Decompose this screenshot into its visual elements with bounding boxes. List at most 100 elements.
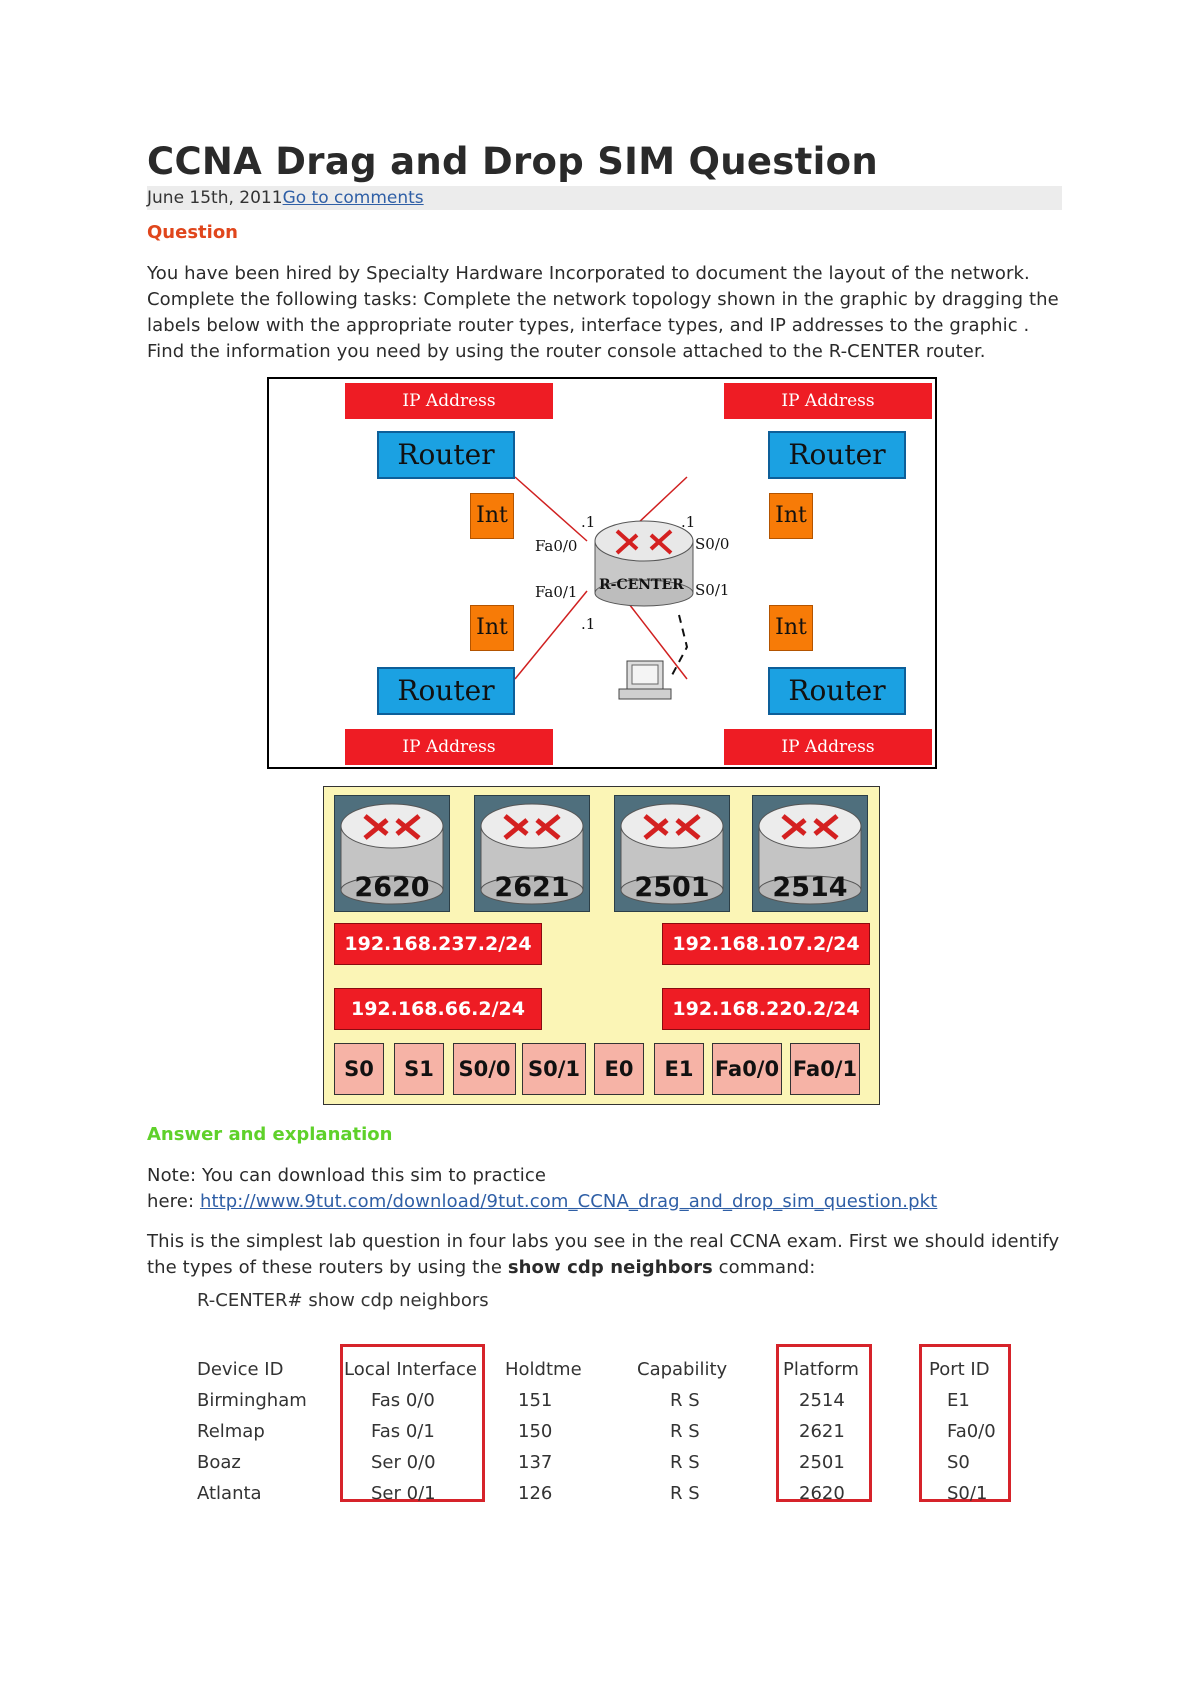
cdp-cell: 2501	[799, 1452, 845, 1473]
cdp-cell: 2514	[799, 1390, 845, 1411]
download-note: Note: You can download this sim to pract…	[147, 1163, 1062, 1215]
question-heading: Question	[147, 222, 238, 243]
router-tile-3[interactable]: 2501	[614, 795, 730, 912]
cdp-cell: Atlanta	[197, 1483, 262, 1504]
article: CCNA Drag and Drop SIM Question June 15t…	[147, 140, 1062, 365]
cdp-cell: 137	[518, 1452, 553, 1473]
intro-paragraph: This is the simplest lab question in fou…	[147, 1229, 1062, 1281]
r-center-label: R-CENTER	[599, 577, 684, 593]
interface-slot-top-left[interactable]: Int	[470, 493, 514, 539]
host-suffix-top-left: .1	[581, 513, 596, 531]
interface-chip-8[interactable]: Fa0/1	[790, 1043, 860, 1095]
console-cable	[670, 614, 689, 678]
post-date: June 15th, 2011	[147, 188, 283, 208]
cdp-command: R-CENTER# show cdp neighbors	[197, 1290, 489, 1311]
router-tile-4[interactable]: 2514	[752, 795, 868, 912]
cdp-header: Capability	[637, 1359, 728, 1380]
host-suffix-bottom-left: .1	[581, 615, 596, 633]
interface-chip-6[interactable]: E1	[654, 1043, 704, 1095]
cdp-cell: R S	[670, 1390, 700, 1411]
router-tile-2[interactable]: 2621	[474, 795, 590, 912]
interface-chip-4[interactable]: S0/1	[522, 1043, 586, 1095]
ip-address-slot-bottom-left[interactable]: IP Address	[345, 729, 553, 765]
ip-chip-3[interactable]: 192.168.66.2/24	[334, 988, 542, 1030]
cdp-cell: S0	[947, 1452, 970, 1473]
interface-chip-1[interactable]: S0	[334, 1043, 384, 1095]
interface-label-fa01: Fa0/1	[535, 583, 578, 601]
r-center-router-icon	[594, 520, 694, 607]
interface-chip-3[interactable]: S0/0	[453, 1043, 516, 1095]
cdp-col-device-id: Device ID Birmingham Relmap Boaz Atlanta	[197, 1354, 307, 1509]
note-prefix: Note: You can download this sim to pract…	[147, 1165, 547, 1186]
router-slot-bottom-right[interactable]: Router	[768, 667, 906, 715]
ip-address-slot-bottom-right[interactable]: IP Address	[724, 729, 932, 765]
ip-address-slot-top-right[interactable]: IP Address	[724, 383, 932, 419]
cdp-cell: E1	[947, 1390, 970, 1411]
router-model-label: 2621	[494, 872, 570, 903]
cdp-cell: R S	[670, 1452, 700, 1473]
router-slot-top-right[interactable]: Router	[768, 431, 906, 479]
note-here: here:	[147, 1191, 200, 1212]
console-pc-icon	[618, 660, 672, 700]
cdp-col-holdtime: Holdtme 151 150 137 126	[505, 1354, 582, 1509]
question-text: You have been hired by Specialty Hardwar…	[147, 263, 1059, 362]
router-model-label: 2620	[354, 872, 430, 903]
interface-label-s01: S0/1	[695, 581, 730, 599]
cdp-cell: Ser 0/0	[371, 1452, 436, 1473]
cdp-cell: Birmingham	[197, 1390, 307, 1411]
cdp-cell: Fas 0/1	[371, 1421, 435, 1442]
cdp-header: Port ID	[929, 1359, 990, 1380]
cdp-col-port-id: Port ID E1 Fa0/0 S0 S0/1	[929, 1354, 996, 1509]
cdp-header: Holdtme	[505, 1359, 582, 1380]
interface-chip-5[interactable]: E0	[594, 1043, 644, 1095]
cdp-cell: 2620	[799, 1483, 845, 1504]
cdp-header: Local Interface	[344, 1359, 477, 1380]
interface-label-s00: S0/0	[695, 535, 730, 553]
cdp-cell: Relmap	[197, 1421, 265, 1442]
router-slot-top-left[interactable]: Router	[377, 431, 515, 479]
interface-slot-bottom-left[interactable]: Int	[470, 605, 514, 651]
cdp-neighbors-output: R-CENTER# show cdp neighbors Device ID B…	[147, 1290, 1062, 1520]
page-title: CCNA Drag and Drop SIM Question	[147, 140, 878, 183]
ip-chip-1[interactable]: 192.168.237.2/24	[334, 923, 542, 965]
cdp-cell: S0/1	[947, 1483, 988, 1504]
cdp-cell: Fas 0/0	[371, 1390, 435, 1411]
intro-before: This is the simplest lab question in fou…	[147, 1231, 1060, 1278]
cdp-header: Platform	[783, 1359, 859, 1380]
router-icon	[758, 803, 862, 905]
draggable-labels-panel: 2620 2621 2501 2514 192.168.237.2/24 192…	[323, 786, 880, 1105]
download-link[interactable]: http://www.9tut.com/download/9tut.com_CC…	[199, 1191, 938, 1212]
ip-chip-2[interactable]: 192.168.107.2/24	[662, 923, 870, 965]
router-model-label: 2514	[772, 872, 848, 903]
answer-section: Answer and explanation Note: You can dow…	[147, 1124, 1062, 1281]
platform-highlight	[776, 1344, 872, 1502]
cdp-header: Device ID	[197, 1359, 284, 1380]
router-tile-1[interactable]: 2620	[334, 795, 450, 912]
network-topology-diagram: IP Address IP Address IP Address IP Addr…	[267, 377, 937, 769]
ip-address-slot-top-left[interactable]: IP Address	[345, 383, 553, 419]
cdp-cell: 150	[518, 1421, 553, 1442]
cdp-cell: Fa0/0	[947, 1421, 996, 1442]
router-icon	[620, 803, 724, 905]
interface-chip-2[interactable]: S1	[394, 1043, 444, 1095]
interface-chip-7[interactable]: Fa0/0	[712, 1043, 782, 1095]
topology-links	[514, 476, 694, 700]
router-icon	[480, 803, 584, 905]
router-slot-bottom-left[interactable]: Router	[377, 667, 515, 715]
cdp-col-capability: Capability R S R S R S R S	[637, 1354, 727, 1509]
cdp-cell: R S	[670, 1421, 700, 1442]
cdp-cell: 2621	[799, 1421, 845, 1442]
link-bottom-left	[514, 590, 588, 680]
interface-slot-bottom-right[interactable]: Int	[769, 605, 813, 651]
answer-heading: Answer and explanation	[147, 1124, 393, 1145]
cdp-col-platform: Platform 2514 2621 2501 2620	[783, 1354, 859, 1509]
interface-slot-top-right[interactable]: Int	[769, 493, 813, 539]
interface-label-fa00: Fa0/0	[535, 537, 578, 555]
cdp-cell: R S	[670, 1483, 700, 1504]
router-model-label: 2501	[634, 872, 710, 903]
cdp-col-local-interface: Local Interface Fas 0/0 Fas 0/1 Ser 0/0 …	[344, 1354, 477, 1509]
comments-link[interactable]: Go to comments	[282, 188, 424, 208]
post-meta: June 15th, 2011Go to comments	[147, 186, 1062, 210]
cdp-cell: Ser 0/1	[371, 1483, 436, 1504]
ip-chip-4[interactable]: 192.168.220.2/24	[662, 988, 870, 1030]
